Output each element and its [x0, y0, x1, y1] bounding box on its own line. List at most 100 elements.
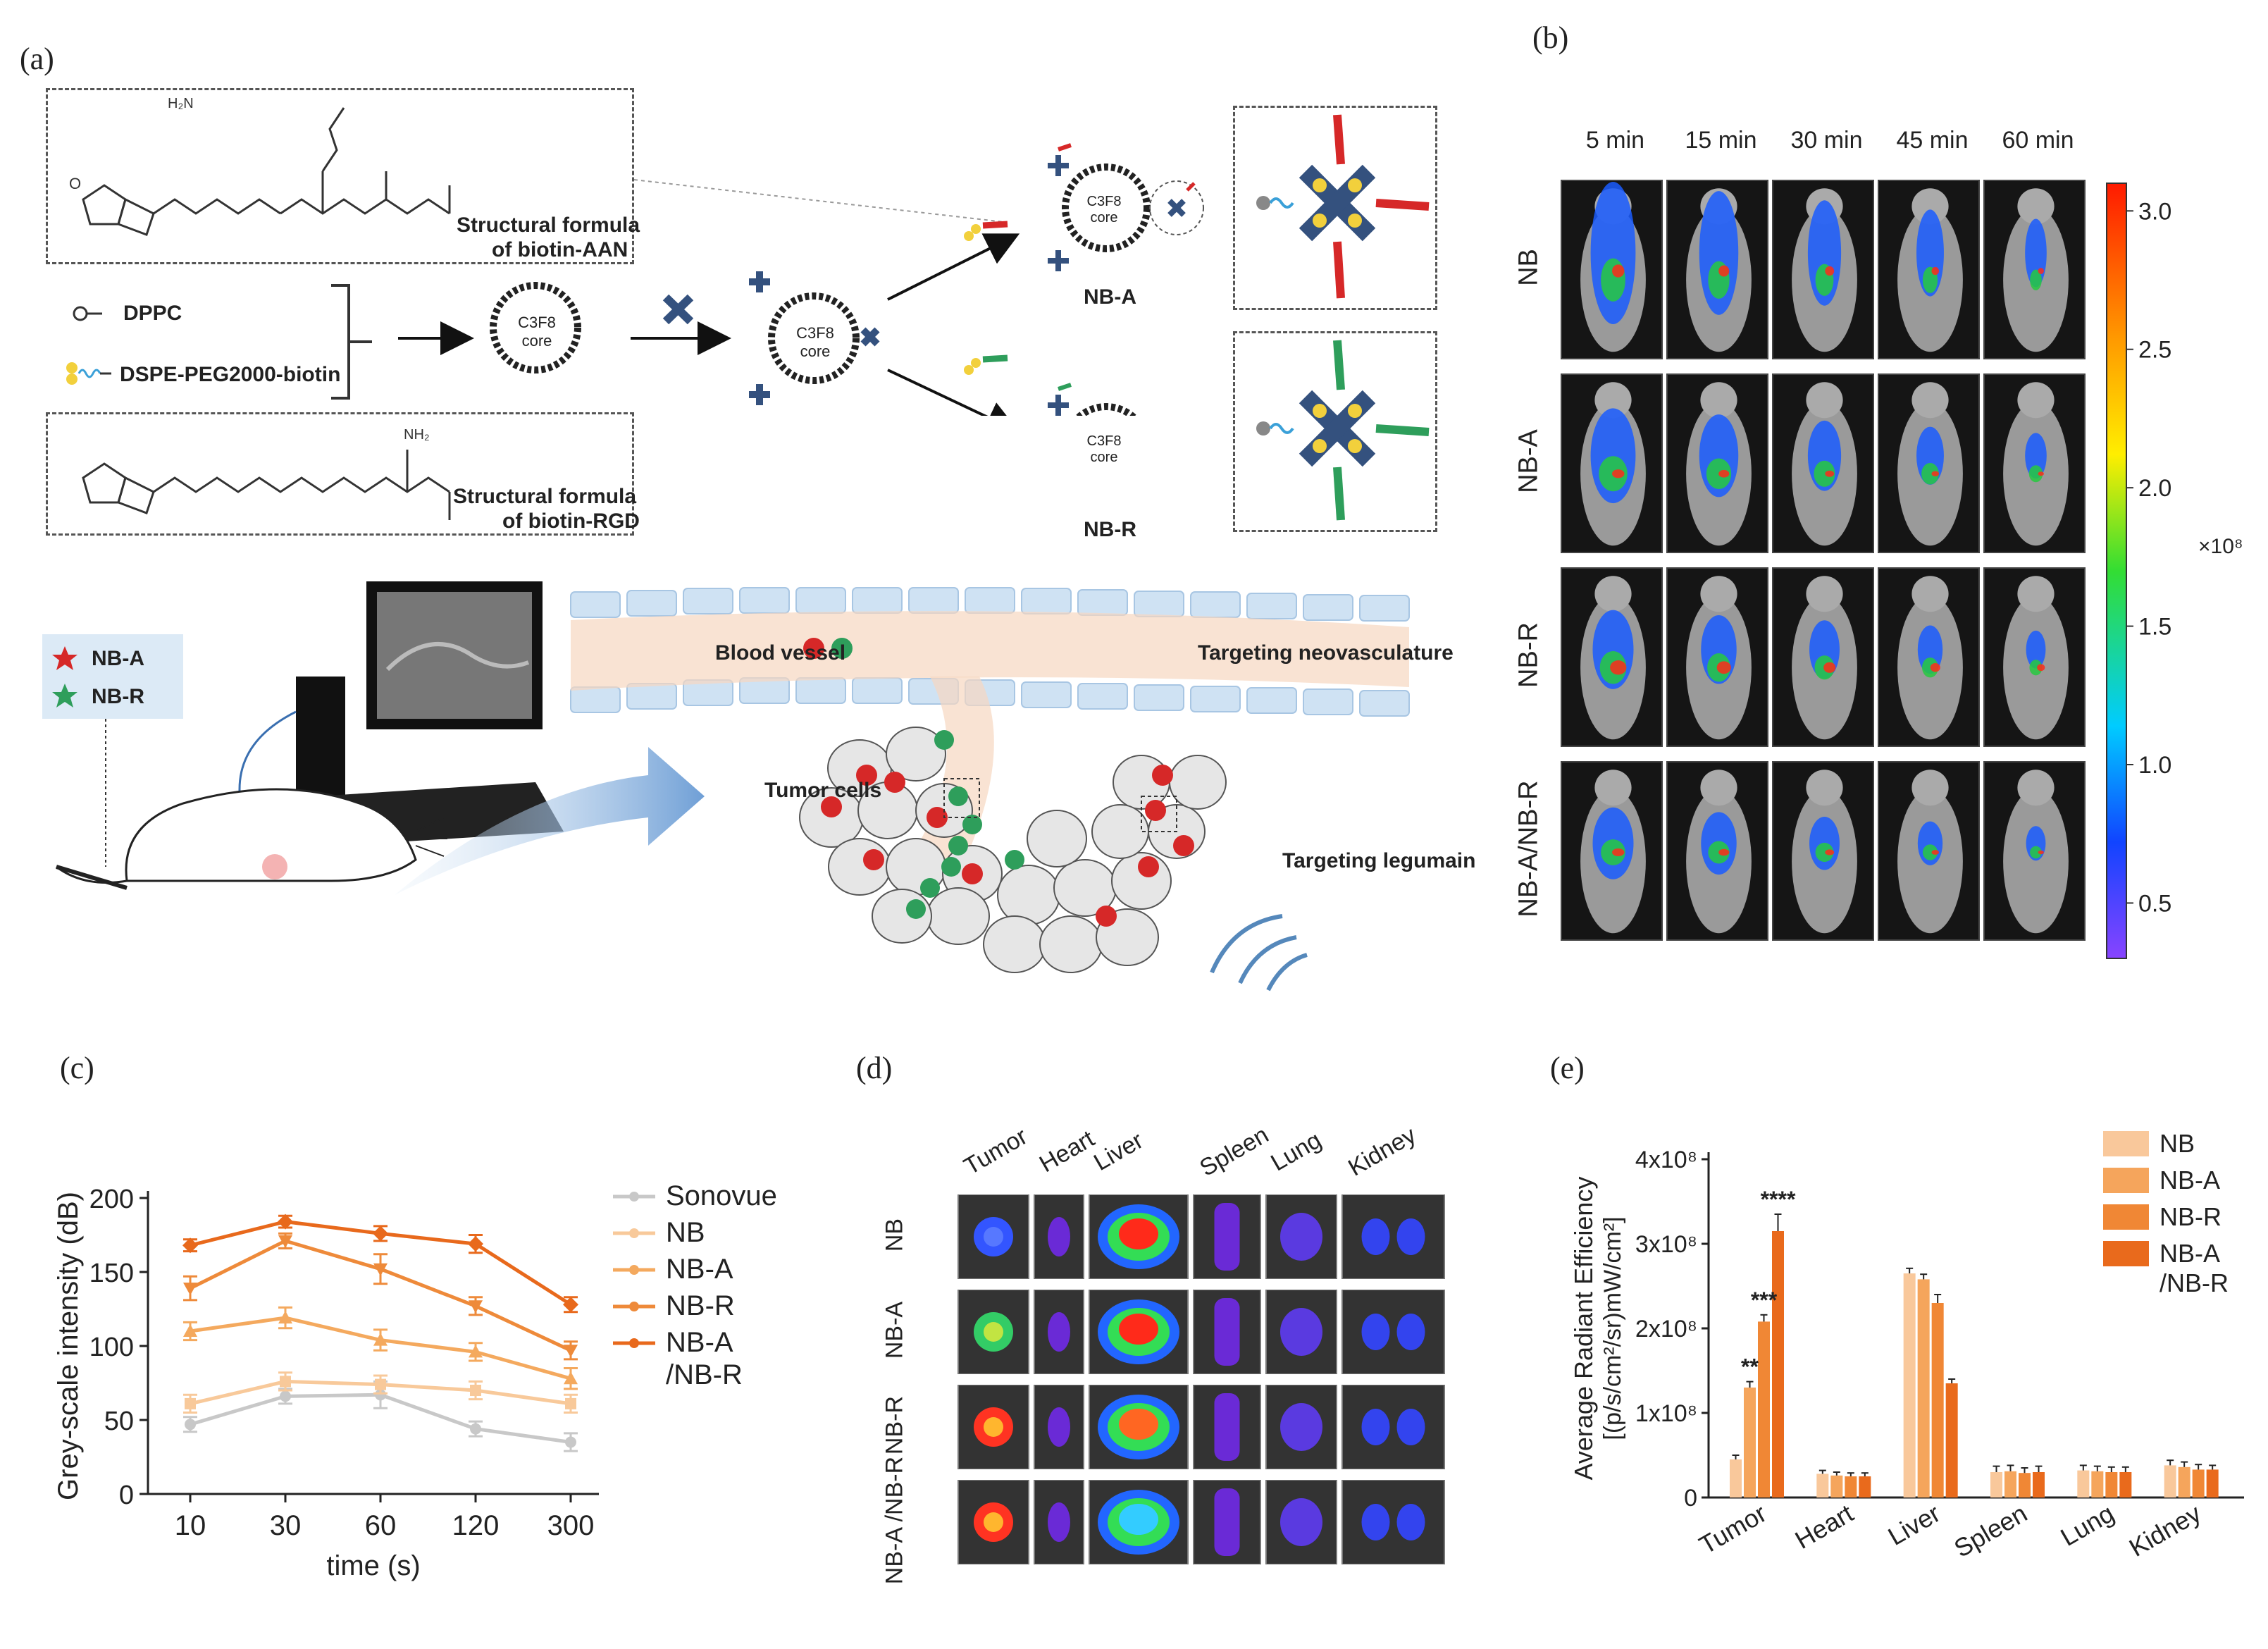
mouse-signal: [2003, 576, 2069, 740]
y-axis-label-2: [(p/s/cm²/sr)mW/cm²]: [1599, 1216, 1626, 1440]
dppc-icon: [73, 306, 102, 321]
x-tick-label: 300: [547, 1510, 595, 1541]
spleen-signal: [1214, 1298, 1240, 1366]
blood-vessel-tumor-illustration: [570, 587, 1410, 992]
mouse-signal: [1897, 382, 1963, 546]
mouse-signal: [1686, 382, 1752, 546]
legend-swatch: [2103, 1168, 2149, 1193]
dspe-peg-biotin-icon: [66, 362, 111, 385]
colorbar-tick-label: 0.5: [2138, 890, 2171, 917]
heart-signal: [1048, 1407, 1070, 1447]
legend-marker: [629, 1338, 639, 1348]
biotin-rgd-formula-box: NH₂ Structural formula of biotin-RGD: [46, 412, 640, 536]
bar: [2192, 1469, 2205, 1497]
mouse-signal: [1897, 576, 1963, 740]
mouse-signal: [1580, 576, 1646, 740]
data-point: [375, 1378, 386, 1390]
data-point: [185, 1419, 196, 1431]
data-point: [470, 1423, 481, 1435]
mouse-signal: [1897, 770, 1963, 934]
aan-caption-line2: of biotin-AAN: [492, 238, 628, 261]
x-tick-label: Lung: [2055, 1498, 2119, 1552]
heart-signal: [1048, 1217, 1070, 1256]
mouse-image: [1561, 761, 1663, 941]
bar: [1845, 1476, 1857, 1497]
mouse-signal: [1686, 576, 1752, 740]
mouse-signal: [2003, 770, 2069, 934]
mouse-signal: [2003, 188, 2069, 352]
mouse-image: [1561, 180, 1663, 359]
data-point: [185, 1397, 196, 1409]
legend-swatch: [2103, 1241, 2149, 1266]
organ-frame: [958, 1480, 1029, 1564]
legend-label: /NB-R: [666, 1359, 743, 1390]
legend-label: NB-R: [666, 1290, 735, 1321]
nb-a-zoom-detail: [1256, 114, 1430, 299]
aan-caption-line1: Structural formula: [457, 214, 640, 237]
legend-label: NB: [2159, 1129, 2195, 1158]
data-point: [373, 1263, 388, 1276]
heart-signal: [1048, 1502, 1070, 1542]
bar: [1730, 1459, 1742, 1497]
data-point: [564, 1345, 578, 1358]
data-point: [470, 1385, 481, 1396]
data-point: [563, 1297, 578, 1313]
x-axis-label: time (s): [326, 1550, 420, 1581]
organ-label: Liver: [1089, 1127, 1148, 1176]
ultrasound-monitor-and-mouse-illustration: [56, 581, 564, 890]
liver-signal-core: [1119, 1409, 1158, 1440]
colorbar-gradient: [2106, 183, 2127, 959]
colorbar-tick-label: 2.5: [2138, 337, 2171, 364]
nb-a-legend-icon: [52, 646, 78, 670]
mouse-image: [1561, 373, 1663, 553]
time-label: 30 min: [1790, 127, 1863, 154]
mouse-signal: [1580, 770, 1646, 934]
row-label: NB: [1513, 248, 1544, 286]
row-label: NB-A: [1513, 428, 1544, 493]
legend-label: NB-A: [2159, 1239, 2220, 1268]
nb-r-zoom-box: [1233, 331, 1437, 532]
data-point: [280, 1390, 291, 1402]
bar: [2105, 1472, 2118, 1497]
mouse-image: [1666, 567, 1768, 747]
y-tick-label: 50: [104, 1407, 134, 1436]
bar: [2004, 1471, 2016, 1497]
data-point: [469, 1300, 483, 1314]
liver-signal-core: [1119, 1218, 1158, 1249]
legend-nb-r-text: NB-R: [92, 685, 144, 708]
data-point: [280, 1376, 291, 1388]
mouse-image: [1666, 373, 1768, 553]
y-tick-label: 4x10⁸: [1635, 1147, 1697, 1173]
organ-frame: [1341, 1290, 1445, 1374]
data-point: [373, 1225, 388, 1242]
spleen-signal: [1214, 1488, 1240, 1556]
colorbar: 3.02.52.01.51.00.5×10⁸: [2106, 183, 2243, 959]
kidney-signal: [1361, 1218, 1390, 1255]
mouse-signal: [1580, 382, 1646, 546]
svg-text:NH₂: NH₂: [404, 427, 430, 443]
mouse-image: [1878, 180, 1980, 359]
time-label: 5 min: [1585, 127, 1645, 154]
mouse-image: [1983, 567, 2086, 747]
time-label: 15 min: [1685, 127, 1757, 154]
y-axis-label-1: Average Radiant Efficiency: [1569, 1177, 1598, 1481]
row-label: NB-A/NB-R: [1513, 779, 1544, 918]
data-point: [373, 1333, 388, 1346]
legend-marker: [629, 1302, 639, 1311]
rgd-caption-line2: of biotin-RGD: [502, 509, 640, 533]
legend-label: NB: [666, 1217, 705, 1248]
svg-text:O: O: [69, 175, 81, 192]
kidney-signal: [1396, 1218, 1425, 1255]
heart-signal: [1048, 1312, 1070, 1352]
legend-marker: [629, 1265, 639, 1275]
data-point: [278, 1311, 292, 1324]
organ-label: Kidney: [1344, 1121, 1421, 1182]
x-tick-label: 60: [365, 1510, 397, 1541]
nb-r-label: NB-R: [1084, 518, 1136, 541]
organ-frame: [1341, 1194, 1445, 1279]
panel-label-b: (b): [1532, 20, 1569, 55]
mouse-signal: [1897, 188, 1963, 352]
nb-r-zoom-detail: [1256, 340, 1430, 521]
